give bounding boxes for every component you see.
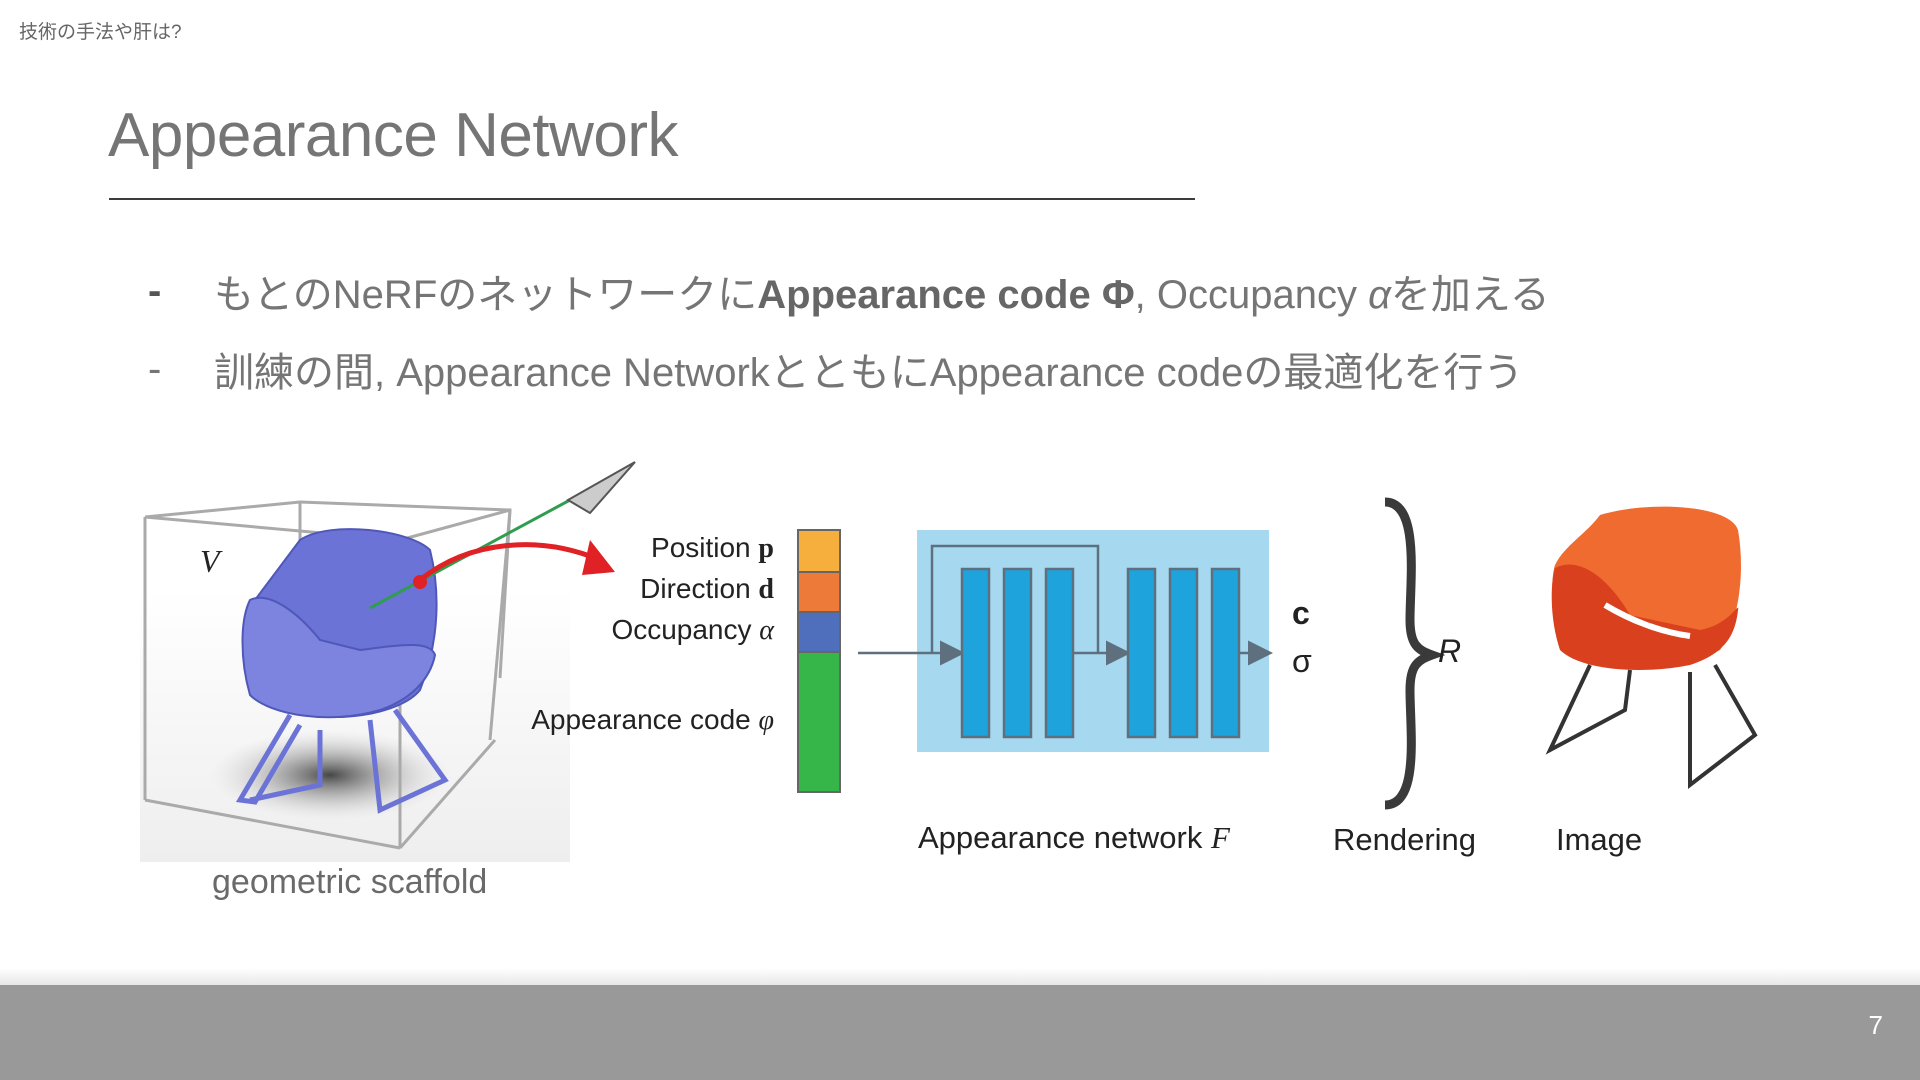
query-arrow-head (582, 540, 615, 575)
network-layer (1002, 567, 1033, 739)
input-symbol: α (759, 615, 774, 646)
input-label-text: Position (651, 532, 759, 563)
input-vector (797, 529, 841, 793)
appearance-network-figure: V Position p Direction d Occupancy α App… (0, 440, 1920, 920)
input-label-occupancy: Occupancy α (611, 614, 774, 647)
figure-caption: geometric scaffold (212, 863, 488, 901)
rendering-label: Rendering (1333, 822, 1477, 857)
network-symbol: F (1210, 820, 1230, 855)
bullet-item: - もとのNeRFのネットワークにAppearance code Φ, Occu… (148, 252, 1550, 330)
page-number: 7 (1868, 1010, 1883, 1040)
image-label: Image (1556, 822, 1643, 857)
sample-point (413, 575, 427, 589)
network-layer (1210, 567, 1241, 739)
network-label-text: Appearance network (918, 820, 1211, 855)
bullet-text-middle: , Occupancy (1134, 273, 1369, 317)
rendering-brace-icon (1384, 497, 1446, 810)
input-label-direction: Direction d (640, 573, 774, 606)
network-layer (1126, 567, 1157, 739)
network-layer (960, 567, 991, 739)
skip-connection (930, 544, 1100, 653)
network-block (858, 530, 1273, 752)
figure-graphics (140, 461, 1758, 862)
section-label: 技術の手法や肝は? (19, 22, 182, 43)
input-symbol: p (758, 533, 774, 564)
chair-shadow (210, 730, 450, 820)
camera-icon (566, 461, 636, 515)
bullet-text-prefix: もとのNeRFのネットワークに (214, 273, 758, 317)
bullet-text-suffix: を加える (1390, 273, 1550, 317)
input-segment-position (797, 529, 841, 573)
title-divider (109, 198, 1195, 200)
bullet-marker: - (148, 268, 162, 313)
bullet-text: 訓練の間, Appearance NetworkとともにAppearance c… (214, 351, 1524, 395)
network-label: Appearance network F (918, 820, 1230, 856)
input-label-text: Occupancy (611, 614, 760, 645)
scaffold-chair (235, 528, 449, 814)
bullet-text-italic: α (1368, 273, 1391, 317)
input-segment-occupancy (797, 611, 841, 653)
input-segment-direction (797, 571, 841, 613)
rendering-symbol: R (1438, 633, 1462, 669)
bullet-item: - 訓練の間, Appearance NetworkとともにAppearance… (148, 330, 1550, 408)
input-segment-appearance-code (797, 651, 841, 793)
input-label-text: Appearance code (531, 704, 759, 735)
output-density-label: σ (1292, 643, 1312, 679)
input-label-text: Direction (640, 573, 759, 604)
geometric-scaffold-illustration (140, 461, 636, 862)
output-color-label: c (1292, 595, 1310, 631)
bullet-marker: - (148, 346, 162, 391)
footer-bar (0, 985, 1920, 1080)
input-symbol: d (758, 574, 774, 605)
bullet-text-bold: Appearance code Φ (757, 273, 1135, 317)
query-arrow (418, 542, 601, 582)
network-layer (1044, 567, 1075, 739)
rendered-chair-image (1545, 506, 1758, 790)
bullet-list: - もとのNeRFのネットワークにAppearance code Φ, Occu… (148, 252, 1550, 408)
footer-shadow (0, 968, 1920, 986)
volume-label: V (200, 543, 220, 579)
input-label-position: Position p (651, 532, 774, 565)
network-layer (1168, 567, 1199, 739)
slide-title: Appearance Network (108, 101, 678, 170)
input-symbol: φ (758, 705, 775, 736)
input-label-appearance-code: Appearance code φ (531, 704, 774, 737)
bullet-text: もとのNeRFのネットワークにAppearance code Φ, Occupa… (214, 262, 1550, 320)
